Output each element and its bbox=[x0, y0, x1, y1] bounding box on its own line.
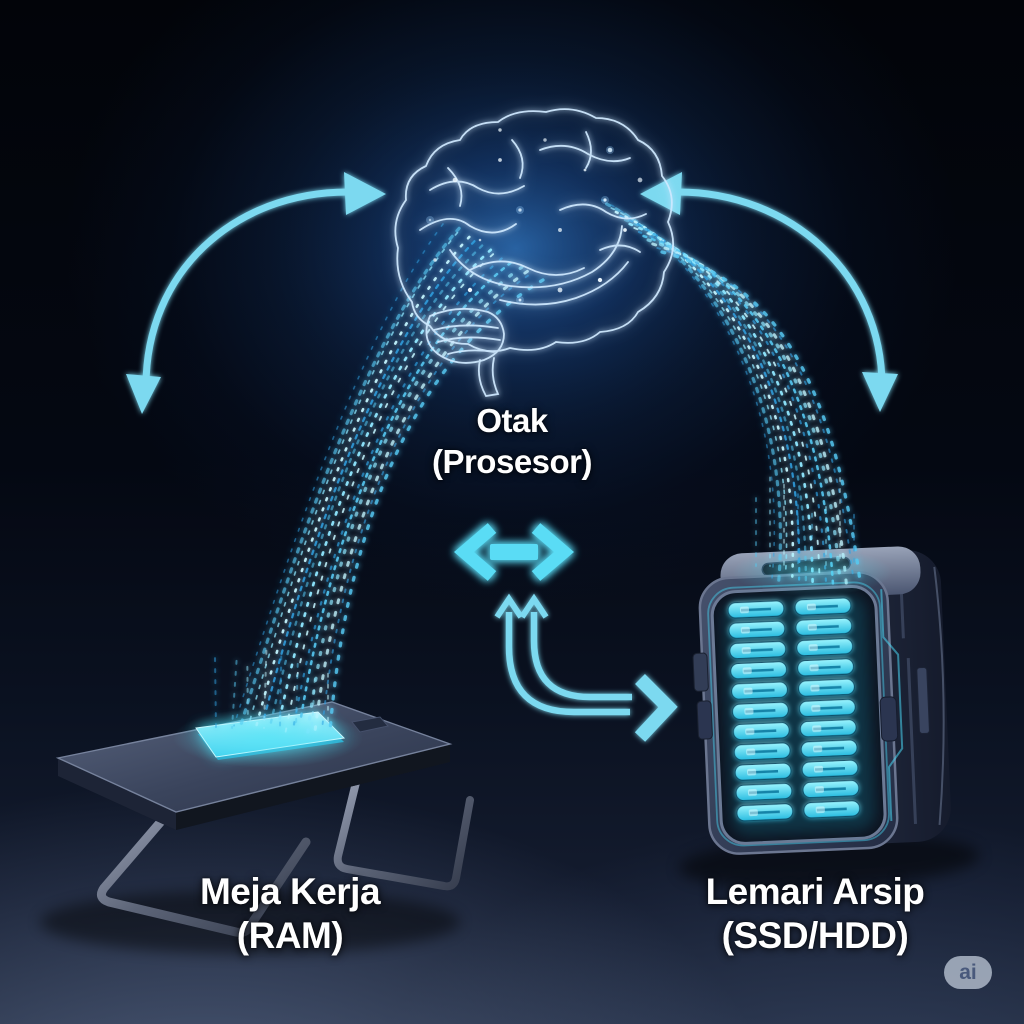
cabinet-illustration bbox=[679, 546, 979, 889]
desk-leg-left bbox=[96, 785, 311, 937]
desk-leg-right bbox=[333, 754, 474, 891]
curved-up-right-double-arrow bbox=[494, 593, 678, 742]
pad-light-spill bbox=[173, 708, 363, 768]
processor-label: Otak (Prosesor) bbox=[352, 400, 672, 483]
bidirectional-arrow-icon bbox=[454, 523, 574, 581]
curved-arrow-left bbox=[126, 172, 386, 414]
synapse-dots bbox=[426, 128, 643, 304]
processor-label-sub: (Prosesor) bbox=[431, 443, 593, 481]
brain-illustration bbox=[395, 109, 673, 396]
storage-label-sub: (SSD/HDD) bbox=[721, 914, 909, 956]
cabinet-light-spill bbox=[732, 548, 892, 596]
ram-label: Meja Kerja (RAM) bbox=[130, 870, 450, 957]
brain-glow bbox=[266, 53, 766, 443]
ram-label-sub: (RAM) bbox=[236, 914, 344, 956]
processor-label-name: Otak bbox=[476, 402, 548, 439]
ai-watermark-badge: ai bbox=[944, 956, 992, 989]
data-stream-brain-to-desk bbox=[214, 223, 545, 734]
storage-label-name: Lemari Arsip bbox=[705, 871, 925, 912]
storage-label: Lemari Arsip (SSD/HDD) bbox=[655, 870, 975, 957]
ai-watermark-text: ai bbox=[959, 960, 977, 984]
data-stream-brain-to-cabinet bbox=[601, 199, 862, 588]
ram-label-name: Meja Kerja bbox=[199, 871, 381, 912]
cabinet-drawer-slots bbox=[727, 597, 861, 822]
